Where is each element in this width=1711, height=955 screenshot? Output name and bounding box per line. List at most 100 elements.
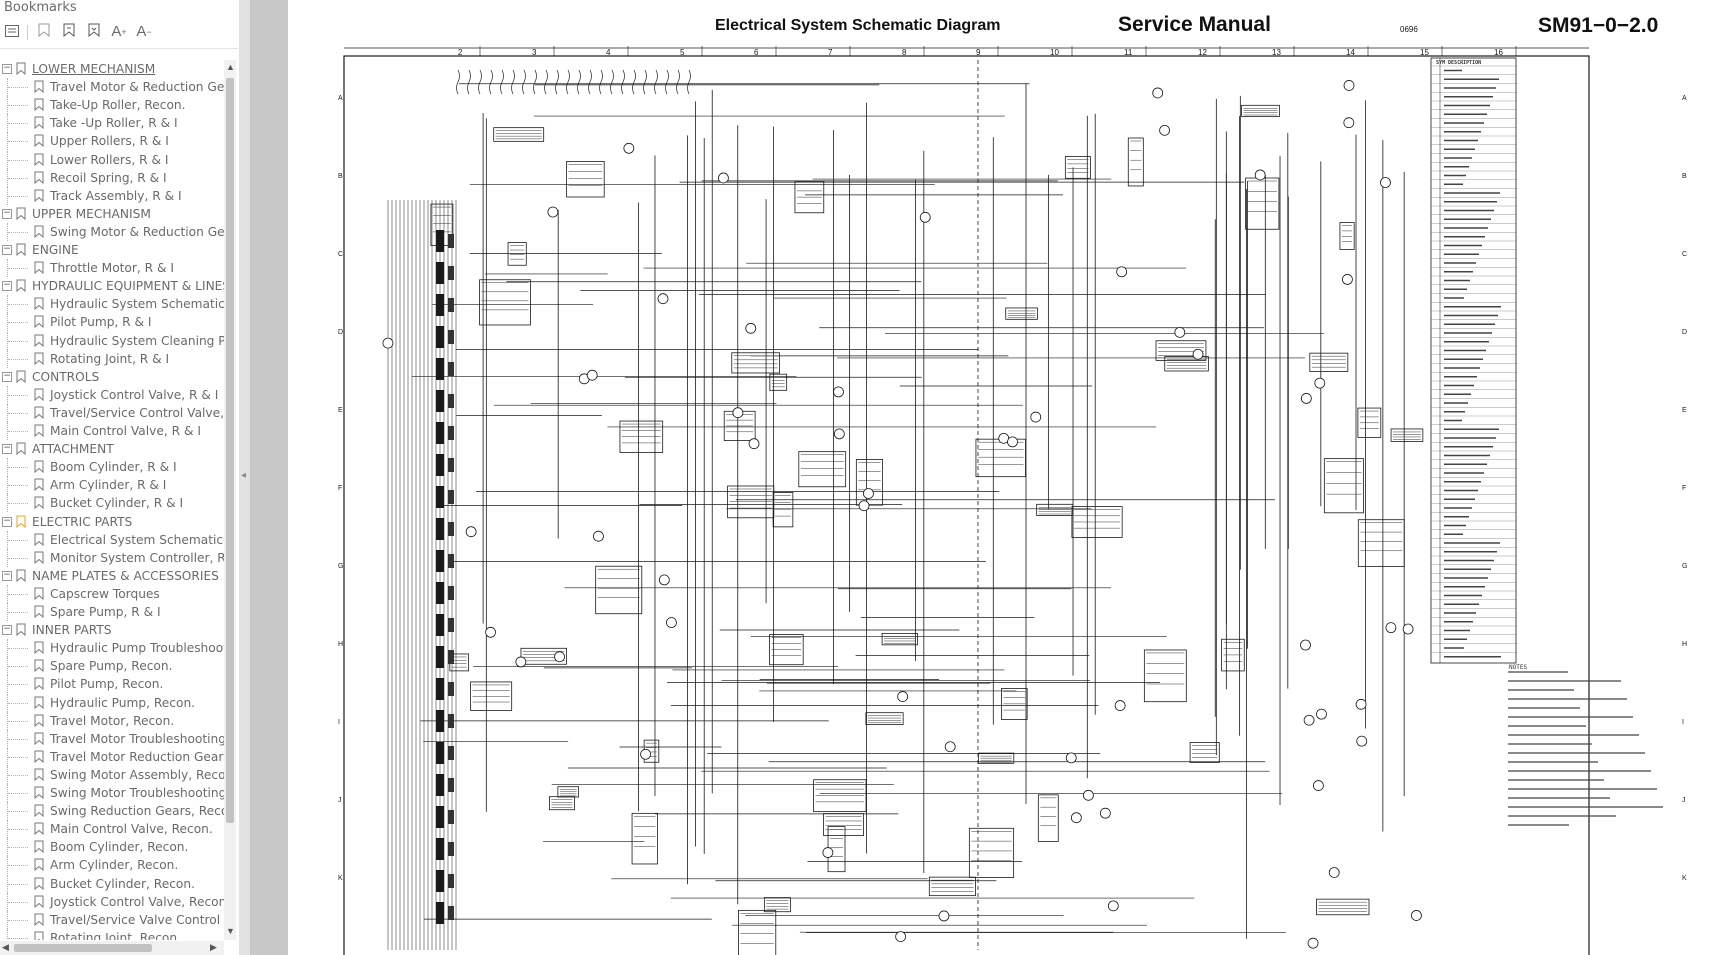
bookmark-item[interactable]: Track Assembly, R & I	[0, 186, 226, 205]
collapse-toggle-icon[interactable]: −	[2, 443, 12, 455]
bookmark-item[interactable]: Swing Reduction Gears, Recon	[0, 802, 226, 821]
bookmark-section[interactable]: −HYDRAULIC EQUIPMENT & LINES	[0, 277, 226, 295]
bookmark-expand-icon[interactable]	[84, 22, 104, 42]
bookmark-item[interactable]: Rotating Joint, R & I	[0, 349, 226, 368]
collapse-toggle-icon[interactable]: −	[2, 63, 12, 74]
bookmark-item[interactable]: Hydraulic System Cleaning Proc	[0, 331, 226, 350]
scroll-down-icon[interactable]: ▼	[226, 926, 235, 936]
bookmark-item[interactable]: Travel Motor Reduction Gears,	[0, 747, 226, 766]
bookmark-item[interactable]: Joystick Control Valve, R & I	[0, 385, 226, 404]
terminal-strip	[448, 714, 454, 728]
bookmark-item[interactable]: Joystick Control Valve, Recon.	[0, 892, 226, 911]
bookmark-item[interactable]: Pilot Pump, Recon.	[0, 675, 226, 694]
bookmark-section[interactable]: −CONTROLS	[0, 368, 226, 386]
bookmarks-toolbar: A+ A−	[0, 22, 238, 44]
bookmark-section[interactable]: −ELECTRIC PARTS	[0, 513, 226, 531]
bookmark-section[interactable]: −LOWER MECHANISM	[0, 60, 226, 78]
callout-circle	[485, 626, 496, 638]
bookmark-label: Hydraulic Pump Troubleshootir	[50, 641, 226, 656]
bookmark-item[interactable]: Boom Cylinder, R & I	[0, 458, 226, 477]
scroll-left-icon[interactable]: ◀	[2, 942, 9, 952]
collapse-toggle-icon[interactable]: −	[2, 244, 12, 255]
bookmark-section[interactable]: −UPPER MECHANISM	[0, 205, 226, 223]
bookmark-item[interactable]: Spare Pump, R & I	[0, 603, 226, 621]
component-box	[975, 438, 1026, 478]
bookmark-section[interactable]: − ATTACHMENT	[0, 440, 226, 458]
bookmark-item[interactable]: Bucket Cylinder, Recon.	[0, 874, 226, 893]
bookmark-item[interactable]: Boom Cylinder, Recon.	[0, 838, 226, 857]
bookmark-item[interactable]: Electrical System Schematic Di	[0, 530, 226, 549]
bookmark-item[interactable]: Rotating Joint, Recon.	[0, 928, 226, 940]
bookmark-item[interactable]: Swing Motor & Reduction Gear	[0, 222, 226, 241]
component-box	[507, 242, 527, 266]
collapse-toggle-icon[interactable]: −	[2, 515, 12, 527]
bookmark-item[interactable]: Swing Motor Troubleshooting	[0, 784, 226, 802]
bookmark-item[interactable]: Travel Motor Troubleshooting	[0, 729, 226, 748]
bookmark-item[interactable]: Capscrew Torques	[0, 584, 226, 603]
bookmark-icon	[16, 207, 26, 220]
bookmark-label: ATTACHMENT	[32, 442, 114, 457]
column-label: 2	[458, 48, 463, 57]
component-box	[823, 813, 864, 836]
bookmark-item[interactable]: Upper Rollers, R & I	[0, 132, 226, 151]
scroll-right-icon[interactable]: ▶	[210, 942, 217, 952]
bookmark-label: Joystick Control Valve, R & I	[50, 387, 219, 402]
fuse-symbol	[599, 69, 603, 95]
bookmark-section[interactable]: −ENGINE	[0, 241, 226, 259]
terminal-strip	[436, 806, 444, 828]
bookmark-item[interactable]: Travel Motor, Recon.	[0, 711, 226, 730]
callout-circle	[465, 526, 477, 538]
bookmark-icon	[34, 659, 44, 673]
bookmark-item[interactable]: Lower Rollers, R & I	[0, 150, 226, 169]
bookmark-icon	[34, 840, 44, 854]
options-menu-icon[interactable]	[2, 22, 22, 42]
bookmark-item[interactable]: Hydraulic Pump Troubleshootir	[0, 639, 226, 658]
bookmark-item[interactable]: Main Control Valve, Recon.	[0, 820, 226, 839]
collapse-panel-icon[interactable]: ◂	[241, 470, 247, 481]
tree-vertical-scrollbar[interactable]: ▲ ▼	[224, 60, 236, 940]
bookmark-item[interactable]: Arm Cylinder, Recon.	[0, 856, 226, 875]
collapse-toggle-icon[interactable]: −	[2, 280, 12, 292]
increase-text-size-icon[interactable]: A+	[111, 23, 127, 40]
component-box	[968, 827, 1015, 878]
bookmark-item[interactable]: Recoil Spring, R & I	[0, 168, 226, 187]
bookmark-item[interactable]: Main Control Valve, R & I	[0, 422, 226, 440]
bookmark-item[interactable]: Take-Up Roller, Recon.	[0, 96, 226, 115]
tree-horizontal-scrollbar[interactable]: ◀ ▶	[0, 941, 224, 955]
bookmark-item[interactable]: Spare Pump, Recon.	[0, 657, 226, 676]
bookmark-section[interactable]: −INNER PARTS	[0, 621, 226, 639]
collapse-toggle-icon[interactable]: −	[2, 569, 12, 581]
bookmark-item[interactable]: Bucket Cylinder, R & I	[0, 494, 226, 513]
bookmark-item[interactable]: Hydraulic System Schematic Di	[0, 295, 226, 314]
bookmark-item[interactable]: Swing Motor Assembly, Recon.	[0, 765, 226, 784]
bookmark-item[interactable]: Monitor System Controller, R &	[0, 548, 226, 567]
bookmark-icon[interactable]	[59, 22, 79, 42]
column-label: 11	[1124, 48, 1133, 57]
bookmark-item[interactable]: Arm Cylinder, R & I	[0, 476, 226, 495]
bookmark-item[interactable]: Travel/Service Control Valve, R	[0, 403, 226, 422]
panel-title: Bookmarks	[4, 0, 77, 15]
scroll-thumb[interactable]	[226, 78, 234, 823]
column-label: 9	[976, 48, 981, 57]
bookmark-item[interactable]: Pilot Pump, R & I	[0, 313, 226, 332]
scroll-up-icon[interactable]: ▲	[226, 62, 235, 72]
bookmark-icon	[34, 352, 44, 365]
bookmark-icon	[34, 804, 44, 818]
bookmark-item[interactable]: Hydraulic Pump, Recon.	[0, 693, 226, 712]
collapse-toggle-icon[interactable]: −	[2, 624, 12, 636]
panel-splitter[interactable]: ◂	[239, 0, 250, 955]
collapse-toggle-icon[interactable]: −	[2, 207, 12, 219]
new-bookmark-icon[interactable]	[34, 22, 54, 42]
callout-circle	[1411, 910, 1422, 921]
bookmark-item[interactable]: Take -Up Roller, R & I	[0, 114, 226, 133]
bookmark-item[interactable]: Throttle Motor, R & I	[0, 259, 226, 278]
bookmark-section[interactable]: −NAME PLATES & ACCESSORIES	[0, 567, 226, 585]
bookmark-item[interactable]: Travel/Service Valve Control Va	[0, 910, 226, 929]
bookmark-label: Pilot Pump, R & I	[50, 315, 152, 330]
bookmark-label: Travel/Service Valve Control Va	[50, 912, 226, 927]
collapse-toggle-icon[interactable]: −	[2, 370, 12, 382]
scroll-hthumb[interactable]	[14, 944, 152, 952]
bookmark-item[interactable]: Travel Motor & Reduction Gear	[0, 78, 226, 97]
callout-circle	[822, 847, 834, 858]
decrease-text-size-icon[interactable]: A−	[136, 23, 152, 40]
